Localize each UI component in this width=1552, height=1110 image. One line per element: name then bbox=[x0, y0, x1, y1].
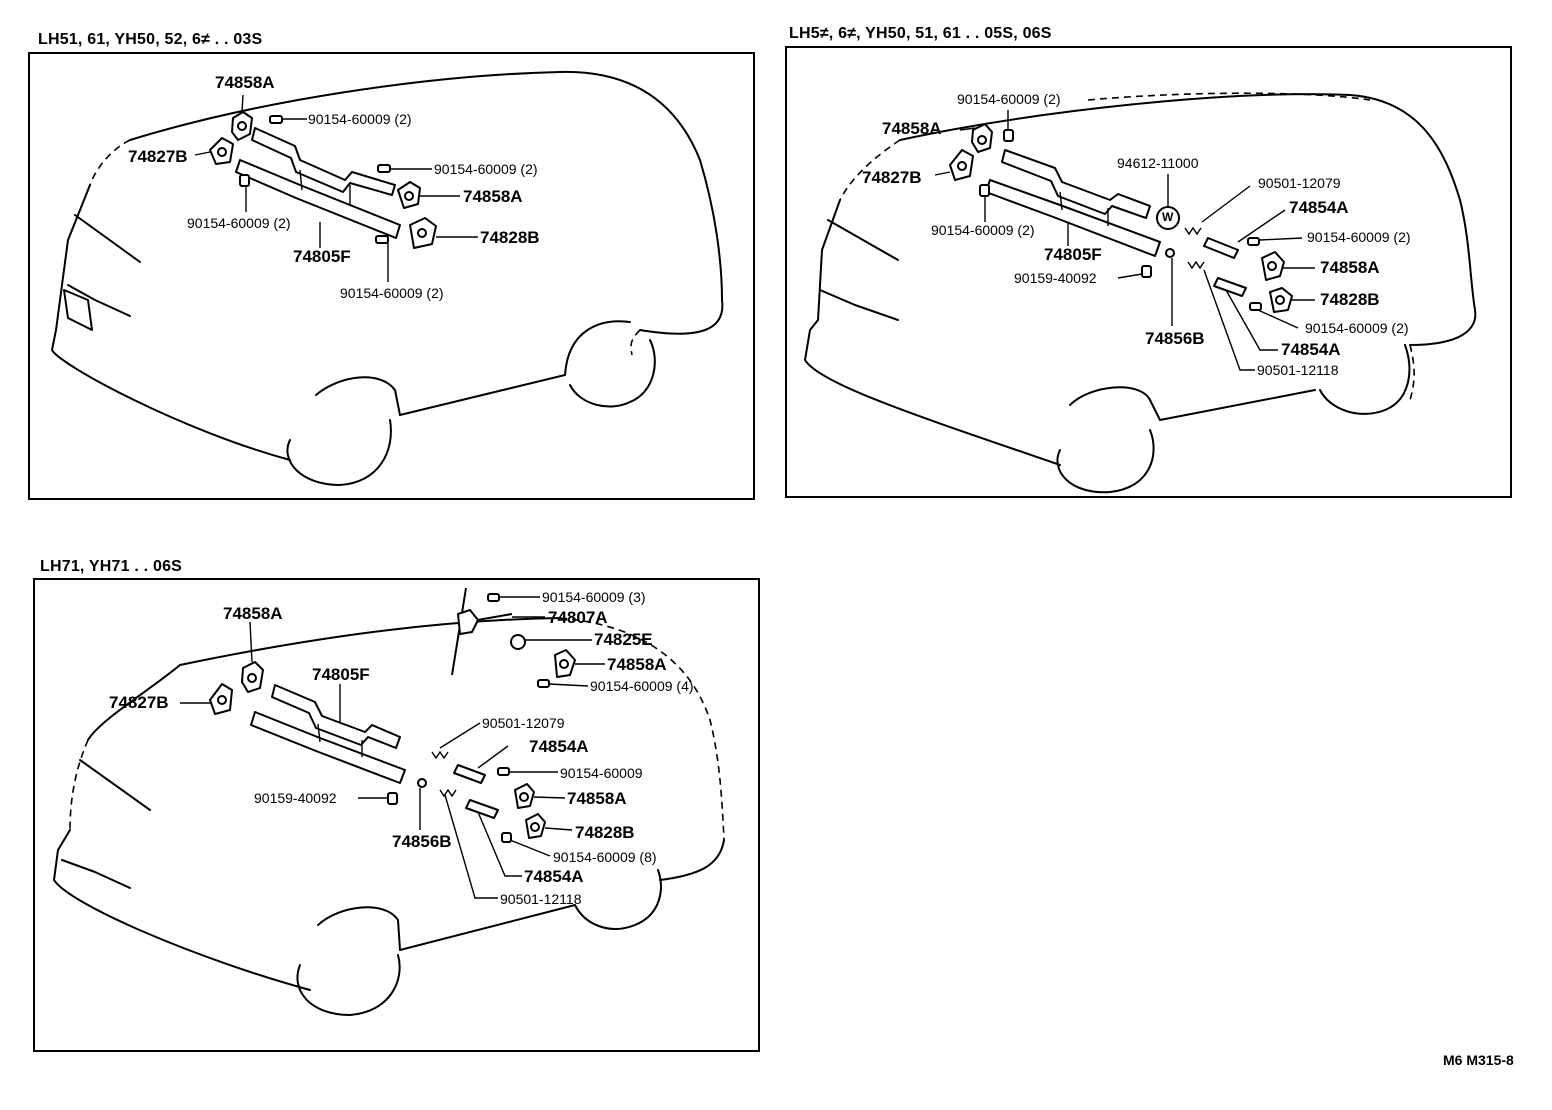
label-bolt: 90154-60009 (2) bbox=[434, 161, 538, 177]
label-74858a: 74858A bbox=[882, 119, 942, 138]
label-74828b: 74828B bbox=[1320, 290, 1380, 309]
label-74858a: 74858A bbox=[223, 604, 283, 623]
label-74858a: 74858A bbox=[215, 73, 275, 92]
label-74858a: 74858A bbox=[607, 655, 667, 674]
label-bolt: 90154-60009 (2) bbox=[1307, 229, 1411, 245]
panel-3-title: LH71, YH71 . . 06S bbox=[40, 558, 183, 575]
van-outline-panel-2 bbox=[804, 93, 1477, 494]
figure-code: M6 M315-8 bbox=[1443, 1052, 1514, 1068]
label-bolt: 90154-60009 (2) bbox=[187, 215, 291, 231]
label-74827b: 74827B bbox=[862, 168, 922, 187]
label-74807a: 74807A bbox=[548, 608, 608, 627]
panel-3-frame bbox=[33, 578, 760, 1052]
label-74827b: 74827B bbox=[128, 147, 188, 166]
label-74805f: 74805F bbox=[312, 665, 370, 684]
label-bolt: 90154-60009 (3) bbox=[542, 589, 646, 605]
label-90501-12079: 90501-12079 bbox=[1258, 175, 1341, 191]
washer-w-mark: W bbox=[1162, 210, 1174, 224]
label-90501-12118: 90501-12118 bbox=[1257, 362, 1339, 378]
label-bolt: 90154-60009 (8) bbox=[553, 849, 657, 865]
label-74856b: 74856B bbox=[392, 832, 452, 851]
label-74854a: 74854A bbox=[524, 867, 584, 886]
label-74856b: 74856B bbox=[1145, 329, 1205, 348]
label-74825e: 74825E bbox=[594, 630, 653, 649]
label-90159-40092: 90159-40092 bbox=[254, 790, 337, 806]
label-bolt: 90154-60009 (2) bbox=[931, 222, 1035, 238]
label-bolt: 90154-60009 bbox=[560, 765, 643, 781]
label-74858a: 74858A bbox=[463, 187, 523, 206]
label-94612-11000: 94612-11000 bbox=[1117, 155, 1199, 171]
panel-2-title: LH5≠, 6≠, YH50, 51, 61 . . 05S, 06S bbox=[789, 25, 1052, 42]
parts-panel-1 bbox=[194, 94, 478, 282]
label-bolt: 90154-60009 (2) bbox=[308, 111, 412, 127]
label-74805f: 74805F bbox=[1044, 245, 1102, 264]
panel-1-frame bbox=[28, 52, 755, 500]
label-90501-12079: 90501-12079 bbox=[482, 715, 565, 731]
label-74858a: 74858A bbox=[567, 789, 627, 808]
label-74854a: 74854A bbox=[1289, 198, 1349, 217]
label-bolt: 90154-60009 (4) bbox=[590, 678, 694, 694]
parts-panel-3 bbox=[180, 587, 605, 899]
panel-1-title: LH51, 61, YH50, 52, 6≠ . . 03S bbox=[38, 31, 263, 48]
label-90501-12118: 90501-12118 bbox=[500, 891, 582, 907]
label-90159-40092: 90159-40092 bbox=[1014, 270, 1097, 286]
label-bolt: 90154-60009 (2) bbox=[957, 91, 1061, 107]
label-74854a: 74854A bbox=[1281, 340, 1341, 359]
van-outline-panel-3 bbox=[53, 617, 725, 1016]
label-74805f: 74805F bbox=[293, 247, 351, 266]
label-74828b: 74828B bbox=[480, 228, 540, 247]
label-74854a: 74854A bbox=[529, 737, 589, 756]
label-bolt: 90154-60009 (2) bbox=[1305, 320, 1409, 336]
panel-2-frame bbox=[785, 46, 1512, 498]
label-74828b: 74828B bbox=[575, 823, 635, 842]
label-74827b: 74827B bbox=[109, 693, 169, 712]
parts-panel-2 bbox=[934, 92, 1371, 371]
van-outline-panel-1 bbox=[51, 70, 724, 486]
label-bolt: 90154-60009 (2) bbox=[340, 285, 444, 301]
label-74858a: 74858A bbox=[1320, 258, 1380, 277]
